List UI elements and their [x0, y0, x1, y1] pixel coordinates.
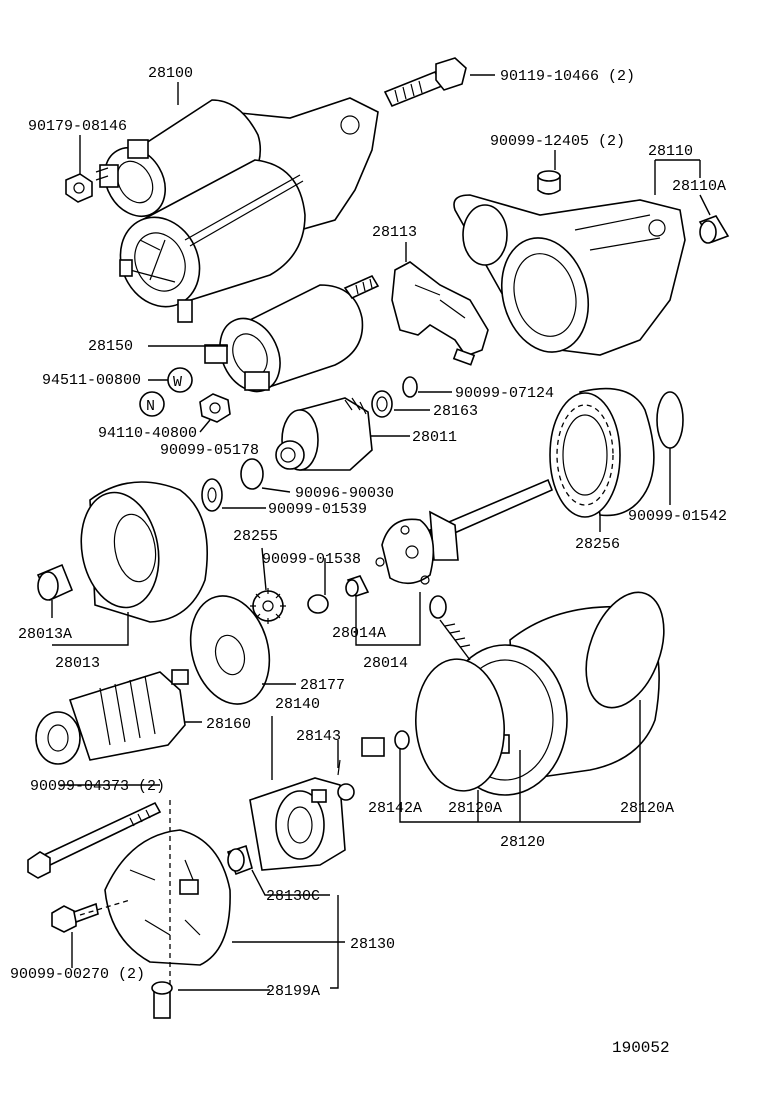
screw — [51, 902, 99, 933]
label-28011: 28011 — [412, 429, 457, 446]
label-94511-00800: 94511-00800 — [42, 372, 141, 389]
bearing — [371, 390, 393, 418]
shaft-bushing — [345, 575, 370, 597]
label-28120: 28120 — [500, 834, 545, 851]
label-28130c: 28130C — [266, 888, 320, 905]
lead-wire — [429, 595, 471, 661]
retainer-ring — [240, 458, 264, 490]
end-cap — [151, 981, 173, 1019]
label-28150: 28150 — [88, 338, 133, 355]
label-28160: 28160 — [206, 716, 251, 733]
label-28143: 28143 — [296, 728, 341, 745]
label-28110a: 28110A — [672, 178, 726, 195]
planetary-shaft — [375, 478, 554, 585]
snap-ring — [402, 376, 418, 398]
label-28014: 28014 — [363, 655, 408, 672]
label-28120a-inner: 28120A — [448, 800, 502, 817]
label-90099-01539: 90099-01539 — [268, 501, 367, 518]
label-90096-90030: 90096-90030 — [295, 485, 394, 502]
housing-nut — [537, 170, 561, 195]
o-ring-outer — [414, 658, 506, 792]
end-frame — [104, 829, 231, 966]
label-28130: 28130 — [350, 936, 395, 953]
planetary-gear — [250, 588, 286, 624]
nut-n: N — [139, 391, 165, 417]
bushing — [698, 215, 730, 244]
thrust-washer — [201, 478, 223, 512]
label-28120a-outer: 28120A — [620, 800, 674, 817]
label-90119-10466: 90119-10466 (2) — [500, 68, 635, 85]
part-labels: 28100 90119-10466 (2) 90179-08146 90099-… — [10, 65, 727, 1057]
brush-holder — [249, 777, 346, 871]
yoke — [80, 481, 208, 623]
diagram-id: 190052 — [612, 1039, 670, 1057]
gasket-ring — [656, 391, 684, 449]
through-bolt — [383, 57, 467, 108]
drive-lever — [391, 261, 489, 366]
label-90099-12405: 90099-12405 (2) — [490, 133, 625, 150]
brush-spring — [337, 759, 355, 801]
drive-housing — [453, 194, 686, 356]
label-90179-08146: 90179-08146 — [28, 118, 127, 135]
internal-gear — [549, 387, 655, 518]
label-28177: 28177 — [300, 677, 345, 694]
label-90099-01538: 90099-01538 — [262, 551, 361, 568]
label-28013a: 28013A — [18, 626, 72, 643]
label-28113: 28113 — [372, 224, 417, 241]
label-90099-07124: 90099-07124 — [455, 385, 554, 402]
label-28140: 28140 — [275, 696, 320, 713]
solenoid — [204, 274, 380, 393]
center-plate — [189, 595, 271, 705]
label-28013: 28013 — [55, 655, 100, 672]
label-28255: 28255 — [233, 528, 278, 545]
label-28256: 28256 — [575, 536, 620, 553]
end-bushing — [226, 844, 253, 876]
long-bolt — [27, 801, 162, 879]
label-28100: 28100 — [148, 65, 193, 82]
gear-washer — [307, 594, 329, 614]
marker-n: N — [146, 398, 155, 415]
leader-lines — [51, 74, 711, 991]
washer-w: W — [167, 367, 193, 393]
label-90099-01542: 90099-01542 — [628, 508, 727, 525]
label-28142a: 28142A — [368, 800, 422, 817]
marker-w: W — [173, 374, 182, 391]
label-28014a: 28014A — [332, 625, 386, 642]
yoke-bushing — [36, 563, 74, 602]
starter-clutch — [275, 397, 373, 471]
label-90099-04373: 90099-04373 (2) — [30, 778, 165, 795]
brush — [361, 730, 410, 757]
armature — [35, 669, 189, 765]
hex-nut — [199, 393, 231, 423]
label-28163: 28163 — [433, 403, 478, 420]
label-90099-05178: 90099-05178 — [160, 442, 259, 459]
label-28199a: 28199A — [266, 983, 320, 1000]
starter-assembly — [95, 97, 379, 323]
label-90099-00270: 90099-00270 (2) — [10, 966, 145, 983]
terminal-nut — [65, 173, 93, 203]
label-28110: 28110 — [648, 143, 693, 160]
label-94110-40800: 94110-40800 — [98, 425, 197, 442]
